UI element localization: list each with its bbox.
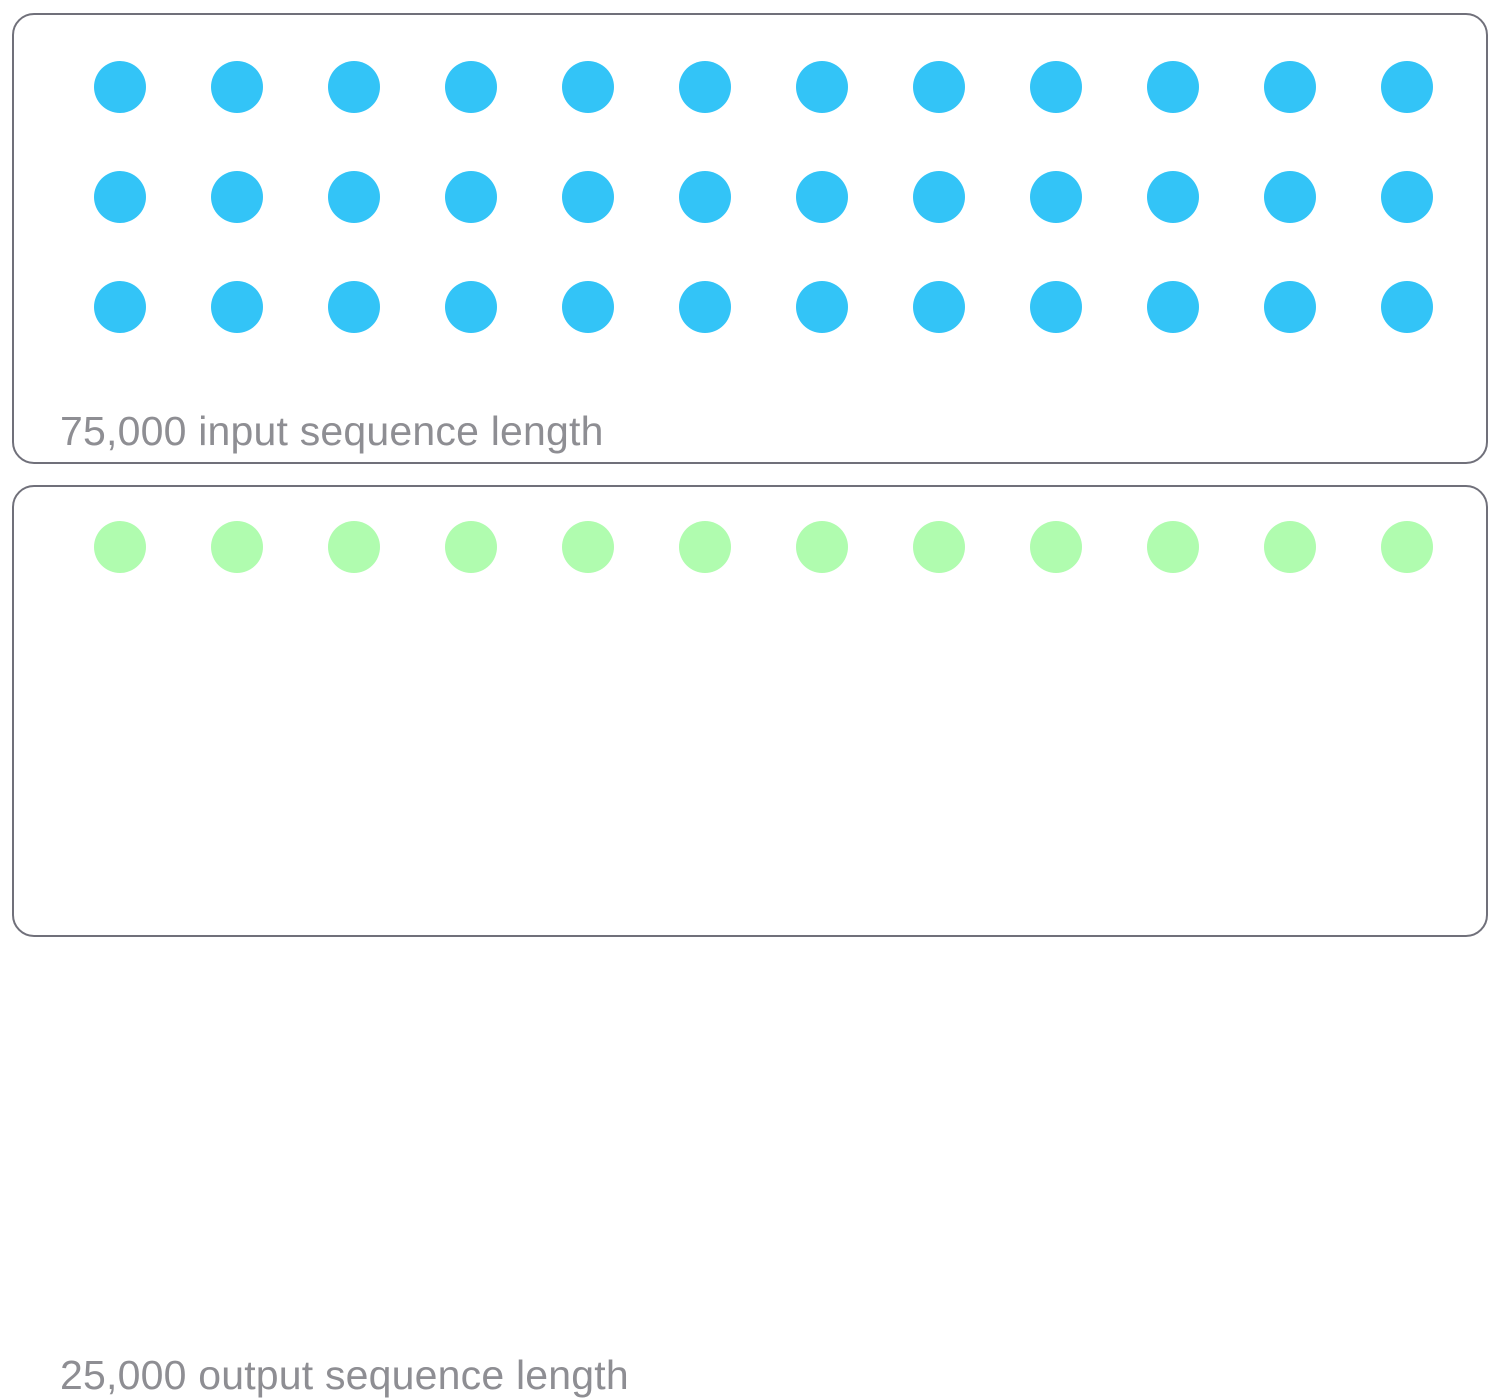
token-dot (679, 61, 731, 113)
token-dot (445, 61, 497, 113)
token-dot (1264, 61, 1316, 113)
token-dot (211, 281, 263, 333)
token-dot (211, 521, 263, 573)
token-dot (796, 281, 848, 333)
token-dot (1381, 171, 1433, 223)
output-dot-grid (14, 487, 1486, 935)
token-dot (562, 171, 614, 223)
dot-row (14, 61, 1486, 113)
input-dot-grid (14, 15, 1486, 462)
input-sequence-card: 75,000 input sequence length (12, 13, 1488, 464)
token-dot (796, 61, 848, 113)
dot-row (14, 281, 1486, 333)
token-dot (562, 61, 614, 113)
token-dot (445, 171, 497, 223)
token-dot (913, 521, 965, 573)
token-dot (1147, 61, 1199, 113)
token-dot (1147, 281, 1199, 333)
token-dot (1381, 521, 1433, 573)
dot-row (14, 521, 1486, 573)
token-dot (445, 521, 497, 573)
token-dot (94, 171, 146, 223)
token-dot (94, 281, 146, 333)
token-dot (1030, 171, 1082, 223)
token-dot (1381, 281, 1433, 333)
token-dot (94, 61, 146, 113)
token-dot (1030, 521, 1082, 573)
token-dot (913, 61, 965, 113)
token-dot (328, 521, 380, 573)
input-sequence-label: 75,000 input sequence length (60, 408, 604, 454)
token-dot (211, 171, 263, 223)
output-sequence-label: 25,000 output sequence length (60, 1352, 629, 1398)
diagram-canvas: 75,000 input sequence length 25,000 outp… (12, 13, 1488, 1396)
token-dot (1030, 61, 1082, 113)
token-dot (1264, 521, 1316, 573)
token-dot (1381, 61, 1433, 113)
token-dot (1030, 281, 1082, 333)
token-dot (679, 521, 731, 573)
token-dot (562, 521, 614, 573)
token-dot (94, 521, 146, 573)
dot-row (14, 171, 1486, 223)
token-dot (1264, 171, 1316, 223)
token-dot (679, 171, 731, 223)
token-dot (1147, 171, 1199, 223)
token-dot (211, 61, 263, 113)
token-dot (328, 61, 380, 113)
token-dot (796, 171, 848, 223)
token-dot (679, 281, 731, 333)
token-dot (913, 281, 965, 333)
token-dot (445, 281, 497, 333)
token-dot (328, 281, 380, 333)
token-dot (796, 521, 848, 573)
token-dot (1147, 521, 1199, 573)
token-dot (328, 171, 380, 223)
token-dot (1264, 281, 1316, 333)
token-dot (913, 171, 965, 223)
output-sequence-card: 25,000 output sequence length (12, 485, 1488, 1396)
token-dot (562, 281, 614, 333)
